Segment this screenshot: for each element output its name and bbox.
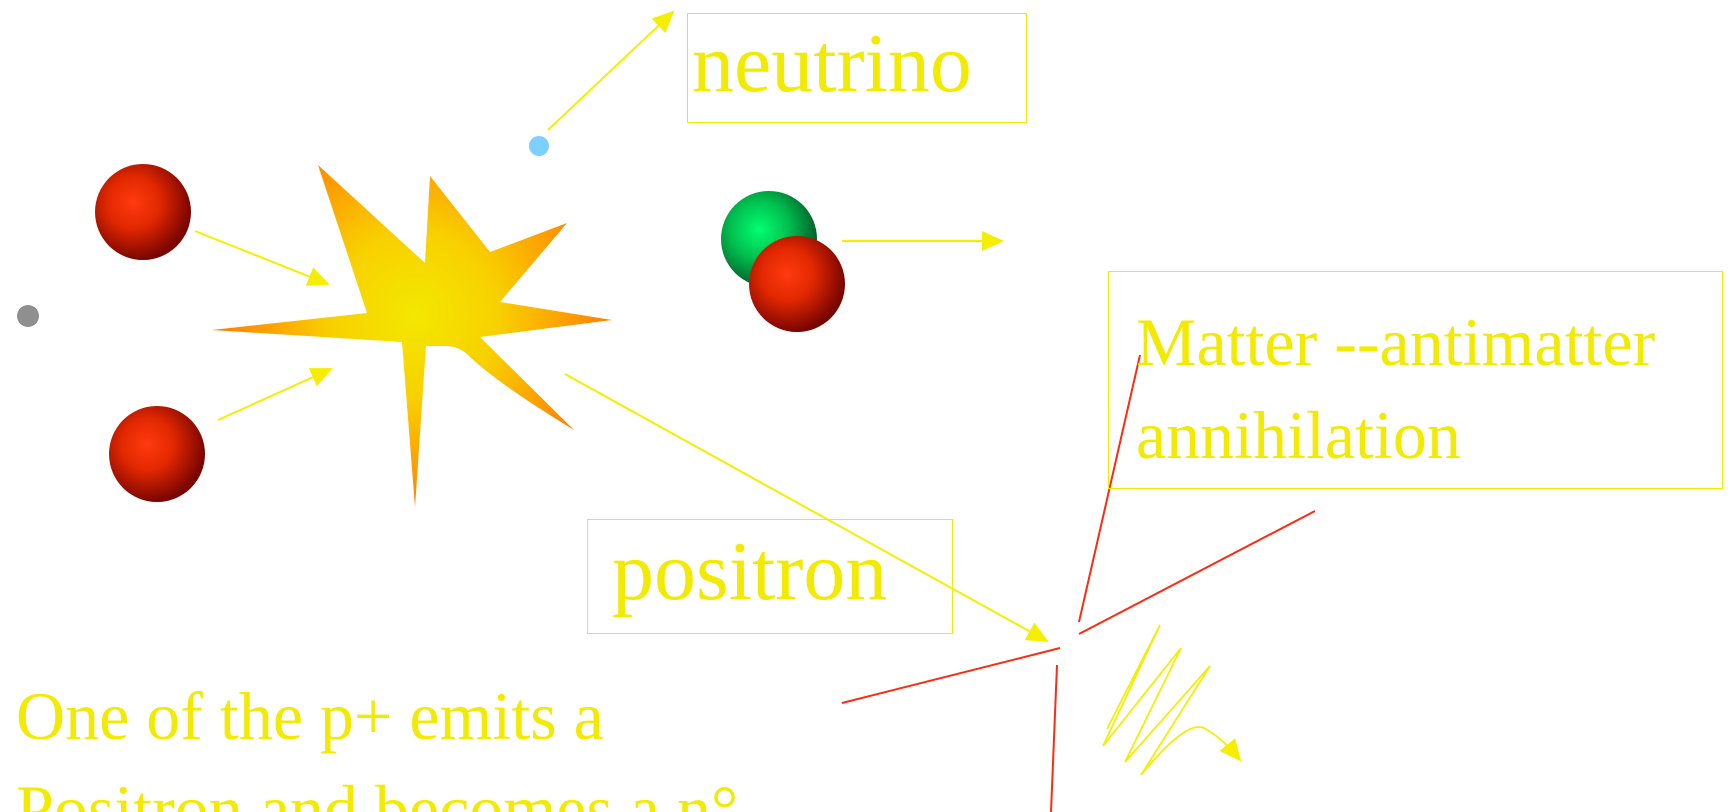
annihilation-label-line-1: Matter --antimatter [1136,304,1656,380]
electron-particle [17,305,39,327]
positron-arrow [564,373,1049,642]
annihilation-label-box [1108,271,1723,489]
caption-line-1: One of the p+ emits a [16,678,604,754]
deuteron-proton [749,236,845,332]
proton-top-arrow [194,230,330,286]
caption-line-2: Positron and becomes a n° [16,771,739,812]
neutrino-particle [529,136,549,156]
proton-bottom-arrow [217,368,333,421]
positron-label-box [587,519,953,634]
proton-bottom [109,406,205,502]
neutrino-label-box [687,13,1027,123]
neutrino-arrow [547,10,675,131]
neutrino-label: neutrino [692,17,972,110]
proton-top [95,164,191,260]
gamma-photon-icon [1102,624,1242,776]
positron-label: positron [612,525,888,618]
explosion-burst-icon [212,165,612,507]
annihilation-label-line-2: annihilation [1136,397,1461,473]
